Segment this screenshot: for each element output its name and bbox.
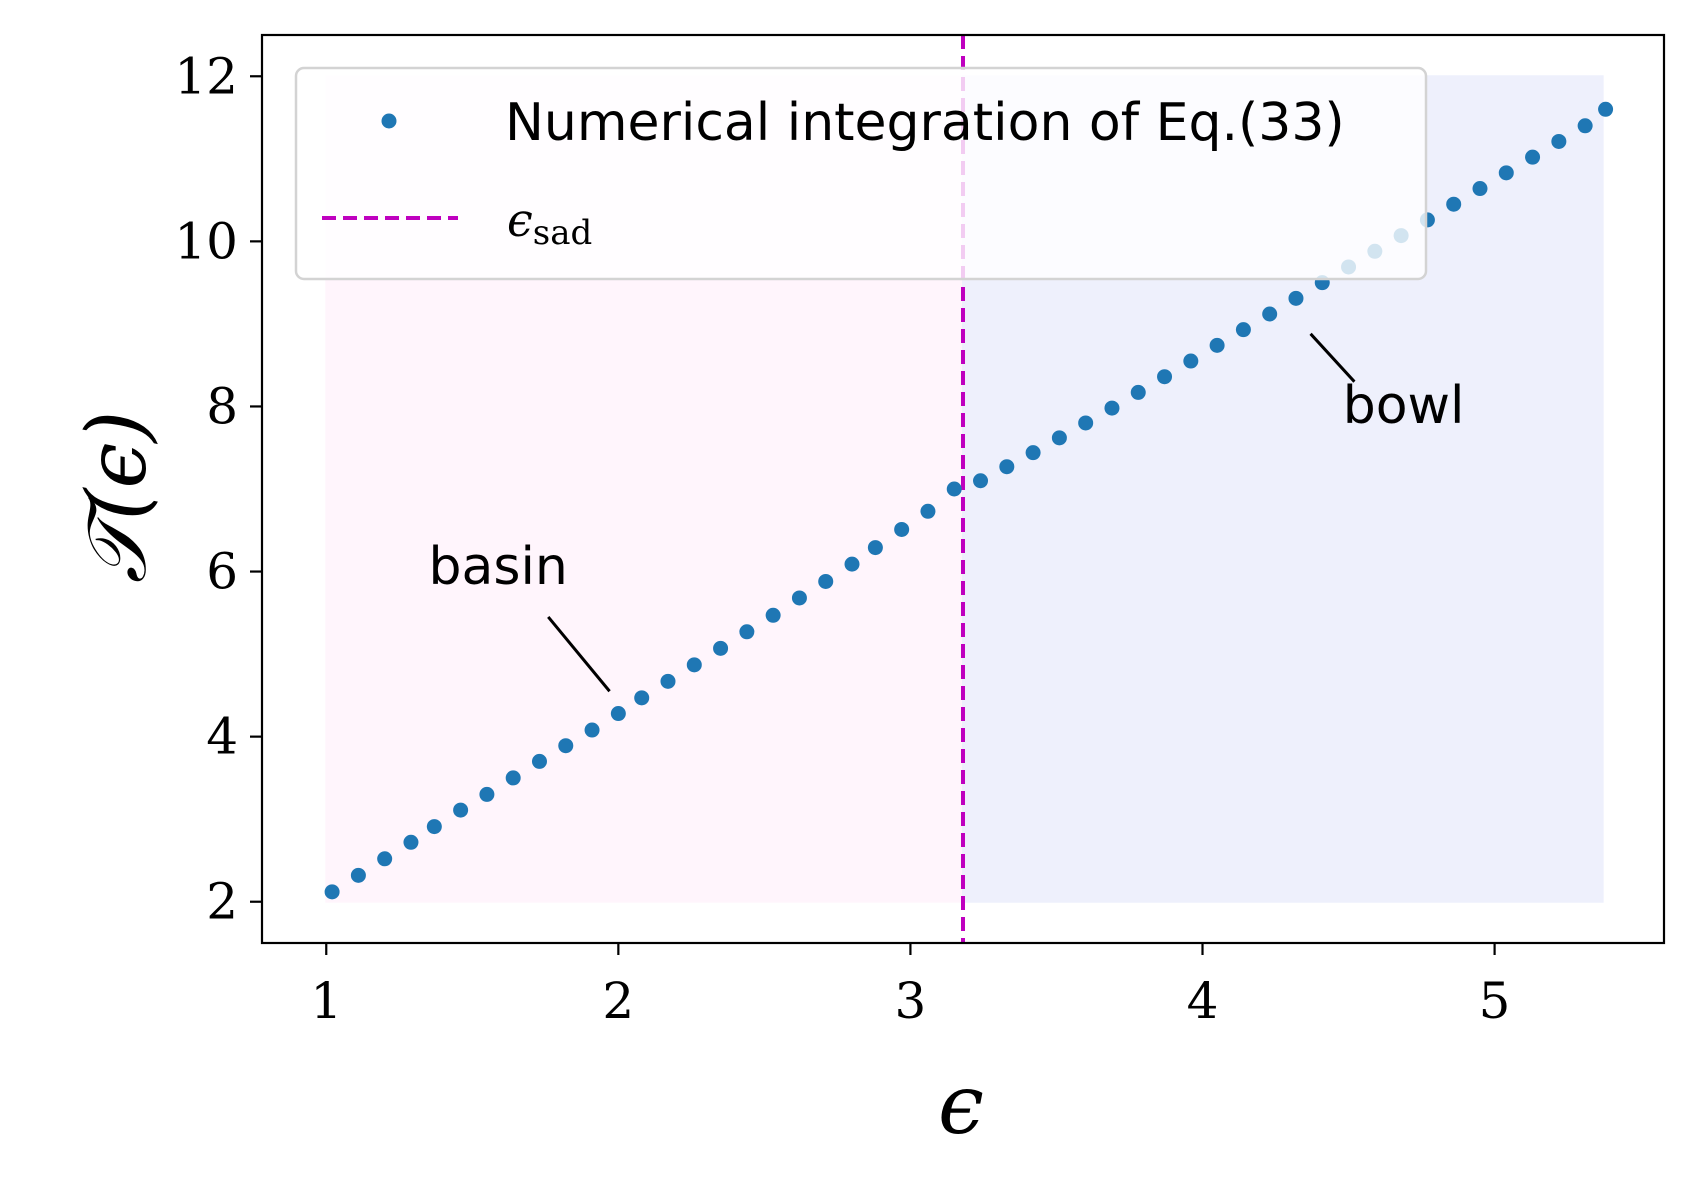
axis-labels: ϵ 𝒯(ϵ) <box>70 411 984 1153</box>
legend-marker-dot <box>381 113 397 129</box>
data-point <box>1209 337 1225 353</box>
x-tick-label: 4 <box>1187 972 1219 1030</box>
data-point <box>453 802 469 818</box>
data-point <box>1288 290 1304 306</box>
data-point <box>1157 369 1173 385</box>
data-point <box>946 481 962 497</box>
data-point <box>1262 306 1278 322</box>
data-point <box>1051 430 1067 446</box>
x-tick-label: 1 <box>310 972 342 1030</box>
data-point <box>973 473 989 489</box>
data-point <box>686 657 702 673</box>
data-point <box>1598 101 1614 117</box>
data-point <box>1525 149 1541 165</box>
data-point <box>920 503 936 519</box>
data-point <box>1577 118 1593 134</box>
y-axis-label: 𝒯(ϵ) <box>70 411 165 584</box>
data-point <box>1183 353 1199 369</box>
data-point <box>1130 384 1146 400</box>
data-point <box>531 753 547 769</box>
y-tick-label: 12 <box>174 47 238 105</box>
data-point <box>894 521 910 537</box>
y-tick-label: 4 <box>206 708 238 766</box>
data-point <box>867 540 883 556</box>
annotations: basin bowl <box>428 332 1465 693</box>
data-point <box>1472 181 1488 197</box>
data-point <box>739 624 755 640</box>
data-point <box>713 640 729 656</box>
annotation-bowl: bowl <box>1343 376 1465 436</box>
data-point <box>765 607 781 623</box>
legend-label-sad: ϵsad <box>507 193 592 253</box>
legend-box <box>294 66 1428 281</box>
data-point <box>505 770 521 786</box>
x-tick-label: 2 <box>602 972 634 1030</box>
legend-label-numerical: Numerical integration of Eq.(33) <box>505 93 1345 153</box>
legend-label-sad-base: ϵ <box>507 193 533 247</box>
y-tick-label: 2 <box>206 873 238 931</box>
data-point <box>844 556 860 572</box>
data-point <box>558 738 574 754</box>
annotation-pointer-bowl <box>1309 332 1356 383</box>
data-point <box>1498 165 1514 181</box>
annotation-pointer-basin <box>547 615 611 693</box>
y-tick-label: 6 <box>206 543 238 601</box>
data-point <box>350 867 366 883</box>
data-point <box>610 706 626 722</box>
data-point <box>1025 445 1041 461</box>
x-axis-label: ϵ <box>938 1058 984 1153</box>
x-tick-label: 5 <box>1479 972 1511 1030</box>
legend-label-sad-sub: sad <box>533 213 592 253</box>
data-point <box>426 819 442 835</box>
y-tick-label: 8 <box>206 377 238 435</box>
data-point <box>1078 415 1094 431</box>
data-point <box>584 722 600 738</box>
data-point <box>818 573 834 589</box>
data-point <box>1104 400 1120 416</box>
legend: Numerical integration of Eq.(33) ϵsad <box>294 66 1428 281</box>
x-tick-label: 3 <box>895 972 927 1030</box>
data-points <box>324 101 1614 900</box>
data-point <box>324 884 340 900</box>
data-point <box>791 590 807 606</box>
data-point <box>1551 133 1567 149</box>
data-point <box>1446 196 1462 212</box>
data-point <box>999 459 1015 475</box>
data-point <box>1235 322 1251 338</box>
data-point <box>479 786 495 802</box>
annotation-basin: basin <box>428 537 567 597</box>
data-point <box>403 834 419 850</box>
y-tick-label: 10 <box>174 212 238 270</box>
data-point <box>377 851 393 867</box>
data-point <box>660 673 676 689</box>
plot-frame <box>260 33 1666 945</box>
data-point <box>634 690 650 706</box>
